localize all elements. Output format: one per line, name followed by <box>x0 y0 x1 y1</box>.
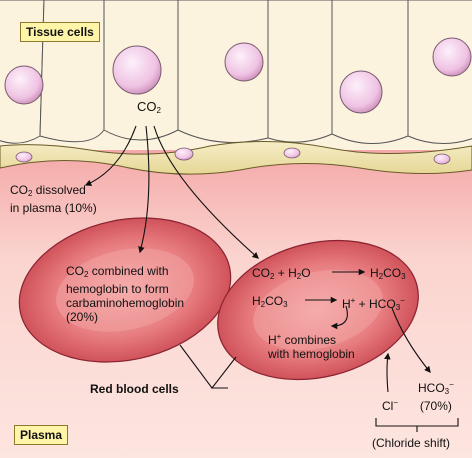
tissue-nucleus <box>224 42 264 82</box>
endothelial-nucleus <box>433 153 451 165</box>
dissolved-in-plasma-label: CO2 dissolved in plasma (10%) <box>10 183 97 215</box>
h-combines-hemoglobin-label: H+ combines with hemoglobin <box>268 332 355 361</box>
tissue-nucleus <box>432 37 472 77</box>
pathway-arrows <box>84 125 459 432</box>
tissue-nucleus <box>339 70 383 114</box>
chloride-label: Cl− <box>382 398 399 413</box>
endothelial-nucleus <box>283 147 301 159</box>
arrow-hco3-out <box>391 307 431 374</box>
red-blood-cells-label: Red blood cells <box>90 382 179 396</box>
equation-carbonic-acid-product: H2CO3 <box>370 266 406 281</box>
co2-source-label: CO2 <box>137 99 161 116</box>
arrow-cl-in <box>384 352 391 393</box>
equation-carbonic-acid-left: H2CO3 <box>252 294 288 309</box>
plasma-label: Plasma <box>14 425 69 445</box>
arrow-co2-to-hemoglobin <box>138 125 150 254</box>
arrow-co2-to-rbc <box>153 125 259 259</box>
chloride-bracket <box>375 418 459 432</box>
bicarbonate-plasma-label: HCO3− (70%) <box>418 380 454 413</box>
equation-dissociation-products: H+ + HCO3− <box>342 296 405 312</box>
tissue-nucleus <box>112 45 162 95</box>
tissue-nucleus <box>4 65 44 105</box>
carbaminohemoglobin-label: CO2 combined with hemoglobin to form car… <box>66 264 185 324</box>
rbc-right <box>217 239 419 381</box>
equation-co2-water-left: CO2 + H2O <box>252 266 311 281</box>
endothelial-nucleus <box>15 151 33 163</box>
tissue-cells-label: Tissue cells <box>20 22 100 42</box>
arrow-co2-to-plasma <box>84 125 137 186</box>
chloride-shift-label: (Chloride shift) <box>372 436 451 450</box>
endothelial-nucleus <box>174 147 194 161</box>
arrow-h-to-hemoglobin <box>330 305 348 330</box>
tissue-cell-layer <box>0 0 472 150</box>
label-leader-right <box>210 356 237 389</box>
rbc-left <box>18 217 232 363</box>
label-leader-left <box>179 344 213 389</box>
